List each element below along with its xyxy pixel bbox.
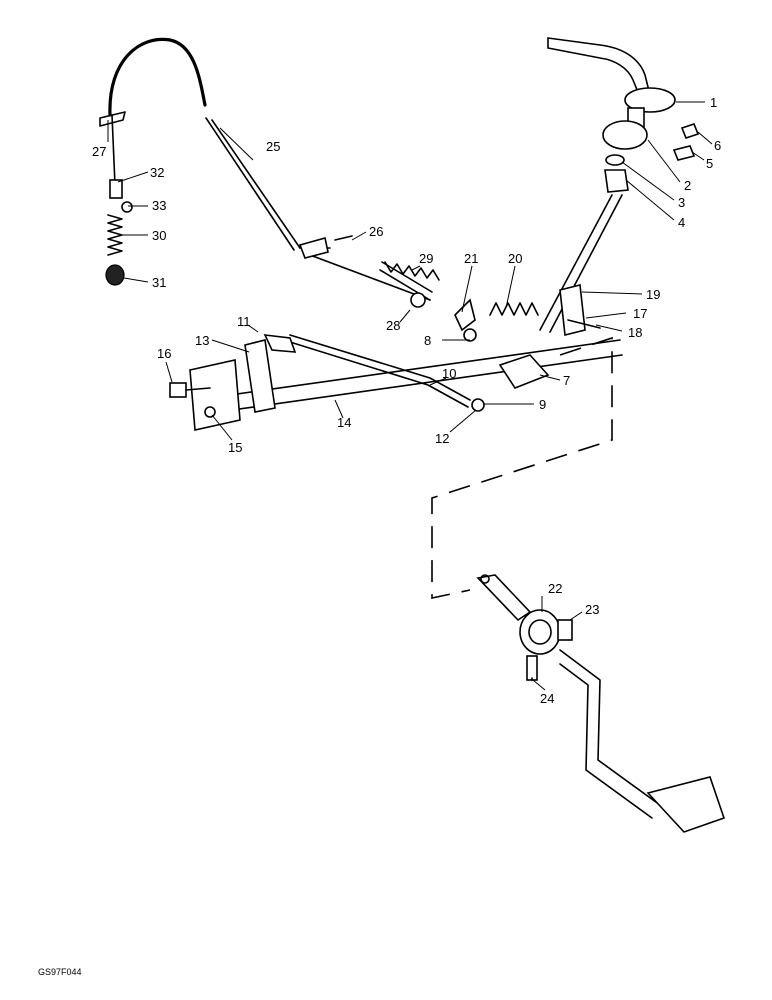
callout-16: 16 <box>157 346 171 361</box>
callout-19: 19 <box>646 287 660 302</box>
callout-30: 30 <box>152 228 166 243</box>
callout-14: 14 <box>337 415 351 430</box>
callout-17: 17 <box>633 306 647 321</box>
callout-26: 26 <box>369 224 383 239</box>
callout-1: 1 <box>710 95 717 110</box>
callout-25: 25 <box>266 139 280 154</box>
callout-7: 7 <box>563 373 570 388</box>
cross-shaft-assembly <box>169 284 623 431</box>
callout-10: 10 <box>442 366 456 381</box>
callout-32: 32 <box>150 165 164 180</box>
connector-dashed-line <box>431 336 613 599</box>
callout-6: 6 <box>714 138 721 153</box>
leader-lines <box>107 101 713 691</box>
callout-3: 3 <box>678 195 685 210</box>
callout-27: 27 <box>92 144 106 159</box>
callout-24: 24 <box>540 691 554 706</box>
foot-pedal-assembly <box>476 574 726 833</box>
callout-15: 15 <box>228 440 242 455</box>
callout-28: 28 <box>386 318 400 333</box>
callout-29: 29 <box>419 251 433 266</box>
callout-31: 31 <box>152 275 166 290</box>
callout-13: 13 <box>195 333 209 348</box>
callout-12: 12 <box>435 431 449 446</box>
callout-23: 23 <box>585 602 599 617</box>
callout-33: 33 <box>152 198 166 213</box>
callout-5: 5 <box>706 156 713 171</box>
spring-group <box>379 261 539 332</box>
callout-2: 2 <box>684 178 691 193</box>
callout-9: 9 <box>539 397 546 412</box>
figure-id: GS97F044 <box>38 967 82 977</box>
callout-18: 18 <box>628 325 642 340</box>
hand-lever-assembly <box>539 37 700 333</box>
callout-8: 8 <box>424 333 431 348</box>
callout-20: 20 <box>508 251 522 266</box>
callout-22: 22 <box>548 581 562 596</box>
callout-21: 21 <box>464 251 478 266</box>
callout-labels: 1 2 3 4 5 6 7 8 9 10 11 12 13 14 15 16 1… <box>92 95 721 706</box>
callout-4: 4 <box>678 215 685 230</box>
callout-11: 11 <box>237 314 251 329</box>
